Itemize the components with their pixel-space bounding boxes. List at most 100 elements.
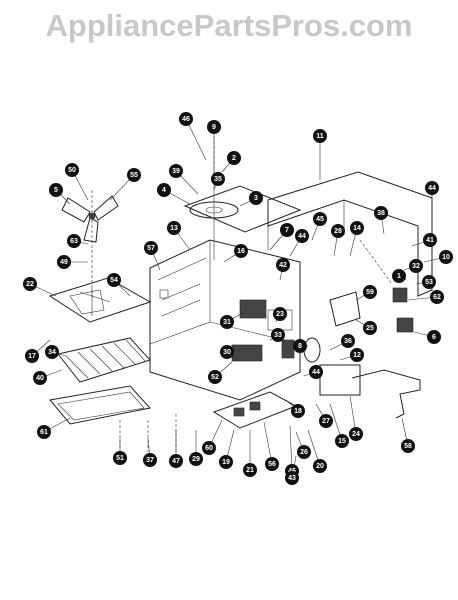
callout-number: 52 bbox=[211, 374, 219, 381]
part-callout-54: 54 bbox=[107, 273, 121, 287]
callout-circle bbox=[350, 348, 364, 362]
leader-line bbox=[263, 421, 273, 465]
part-callout-56: 56 bbox=[265, 457, 279, 471]
callout-circle bbox=[409, 259, 423, 273]
callout-number: 2 bbox=[232, 155, 236, 162]
part-callout-31: 31 bbox=[220, 315, 234, 329]
callout-circle bbox=[349, 427, 363, 441]
part-callout-51: 51 bbox=[113, 451, 127, 465]
callout-circle bbox=[23, 277, 37, 291]
part-callout-23: 23 bbox=[273, 307, 287, 321]
callout-number: 39 bbox=[172, 168, 180, 175]
callout-number: 7 bbox=[285, 227, 289, 234]
part-callout-7: 7 bbox=[280, 223, 294, 237]
drip-tray bbox=[49, 385, 151, 425]
callout-circle bbox=[297, 445, 311, 459]
part-callout-3: 3 bbox=[249, 191, 263, 205]
callout-number: 27 bbox=[322, 418, 330, 425]
callout-circle bbox=[427, 330, 441, 344]
callout-number: 26 bbox=[300, 449, 308, 456]
part-callout-58: 58 bbox=[401, 439, 415, 453]
callout-number: 41 bbox=[426, 237, 434, 244]
part-callout-4: 4 bbox=[157, 183, 171, 197]
leader-lines bbox=[29, 118, 447, 479]
part-callout-30: 30 bbox=[220, 345, 234, 359]
callout-circle bbox=[249, 191, 263, 205]
callout-number: 12 bbox=[353, 352, 361, 359]
stirrer-assembly bbox=[183, 150, 302, 260]
part-callout-40: 40 bbox=[33, 371, 47, 385]
callout-circle bbox=[202, 441, 216, 455]
callout-circle bbox=[401, 439, 415, 453]
callout-circle bbox=[363, 321, 377, 335]
callout-circle bbox=[276, 258, 290, 272]
part-callout-39: 39 bbox=[169, 164, 183, 178]
callout-number: 61 bbox=[40, 429, 48, 436]
callout-circle bbox=[179, 112, 193, 126]
part-callout-22: 22 bbox=[23, 277, 37, 291]
part-callout-44: 44 bbox=[425, 181, 439, 195]
callout-circle bbox=[127, 168, 141, 182]
part-callout-36: 36 bbox=[341, 334, 355, 348]
callout-circle bbox=[144, 241, 158, 255]
callout-circle bbox=[113, 451, 127, 465]
callout-number: 37 bbox=[146, 457, 154, 464]
fan-cover bbox=[48, 277, 152, 323]
part-callout-33: 33 bbox=[271, 328, 285, 342]
part-callout-12: 12 bbox=[350, 348, 364, 362]
part-callout-9: 9 bbox=[207, 120, 221, 134]
callout-number: 45 bbox=[316, 216, 324, 223]
callout-number: 34 bbox=[48, 349, 56, 356]
callout-number: 29 bbox=[192, 456, 200, 463]
callout-number: 22 bbox=[26, 281, 34, 288]
assembly-guides bbox=[91, 136, 433, 452]
part-callout-34: 34 bbox=[45, 345, 59, 359]
part-callout-59: 59 bbox=[363, 285, 377, 299]
part-callout-61: 61 bbox=[37, 425, 51, 439]
callout-circle bbox=[49, 183, 63, 197]
callout-number: 31 bbox=[223, 319, 231, 326]
callout-circle bbox=[374, 206, 388, 220]
part-callout-63: 63 bbox=[67, 234, 81, 248]
callout-number: 53 bbox=[425, 279, 433, 286]
part-callout-38: 38 bbox=[374, 206, 388, 220]
callout-circle bbox=[25, 349, 39, 363]
callout-number: 30 bbox=[223, 349, 231, 356]
callout-number: 18 bbox=[294, 408, 302, 415]
callout-number: 6 bbox=[432, 334, 436, 341]
callout-circle bbox=[319, 414, 333, 428]
callout-circle bbox=[309, 365, 323, 379]
part-callout-60: 60 bbox=[202, 441, 216, 455]
base-controls bbox=[212, 391, 298, 429]
callout-circle bbox=[291, 404, 305, 418]
part-callout-8: 8 bbox=[293, 339, 307, 353]
callout-circle bbox=[189, 452, 203, 466]
callout-number: 20 bbox=[316, 463, 324, 470]
callout-number: 58 bbox=[404, 443, 412, 450]
part-callout-32: 32 bbox=[409, 259, 423, 273]
callout-circle bbox=[45, 345, 59, 359]
callout-number: 11 bbox=[316, 133, 324, 140]
part-callout-29: 29 bbox=[189, 452, 203, 466]
part-callout-17: 17 bbox=[25, 349, 39, 363]
callout-circle bbox=[430, 290, 444, 304]
callout-number: 62 bbox=[433, 294, 441, 301]
callout-circle bbox=[425, 181, 439, 195]
part-callout-2: 2 bbox=[227, 151, 241, 165]
part-callout-28: 28 bbox=[331, 224, 345, 238]
part-callout-16: 16 bbox=[234, 244, 248, 258]
oven-rack bbox=[57, 337, 151, 383]
callout-circle bbox=[280, 223, 294, 237]
part-callout-25: 25 bbox=[363, 321, 377, 335]
callout-circle bbox=[295, 229, 309, 243]
callout-number: 10 bbox=[442, 254, 450, 261]
part-callout-62: 62 bbox=[430, 290, 444, 304]
callout-circle bbox=[37, 425, 51, 439]
part-callout-53: 53 bbox=[422, 275, 436, 289]
callout-number: 57 bbox=[147, 245, 155, 252]
callout-circle bbox=[341, 334, 355, 348]
callout-circle bbox=[313, 212, 327, 226]
callout-number: 35 bbox=[214, 176, 222, 183]
callout-circle bbox=[107, 273, 121, 287]
power-cord bbox=[351, 369, 421, 419]
